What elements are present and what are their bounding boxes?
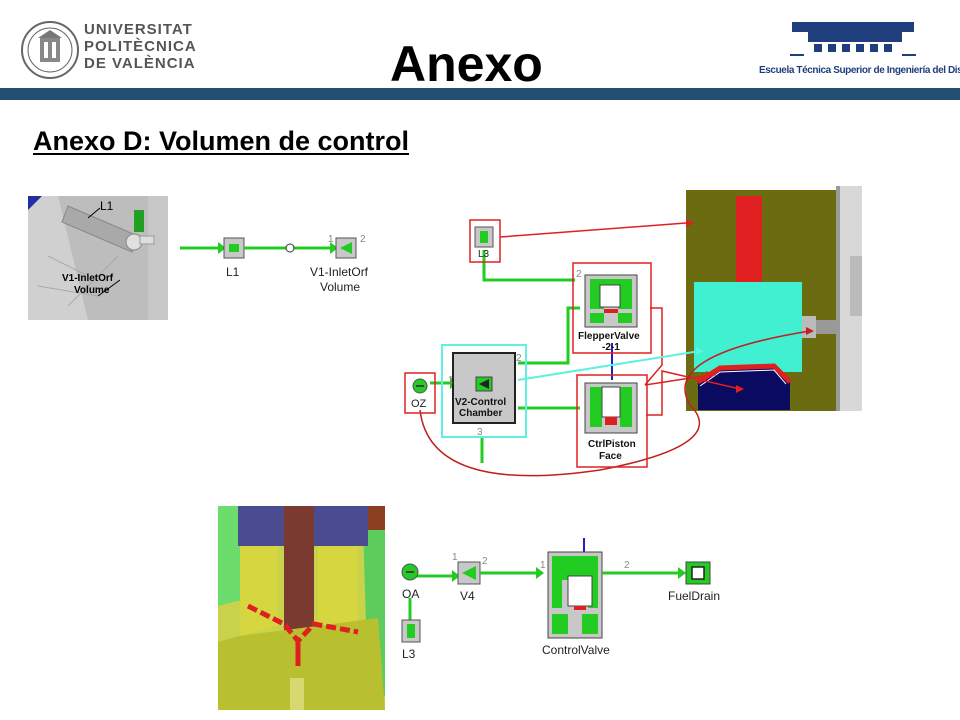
label-flapper-line2: -2-1 <box>602 342 620 353</box>
port-label: 1 <box>540 560 546 571</box>
port-label: 2 <box>576 269 582 280</box>
label-l1: L1 <box>226 265 240 279</box>
cad-label-inlet-line1: V1-InletOrf <box>62 273 114 284</box>
label-oa: OA <box>402 587 419 601</box>
university-name: UNIVERSITAT POLITÈCNICA DE VALÈNCIA <box>84 21 197 72</box>
port-label: 1 <box>452 552 458 563</box>
slide-title: Anexo <box>390 36 543 92</box>
schematic-inlet: 1 2 L1 V1-InletOrf Volume <box>180 234 369 294</box>
port-label: 2 <box>624 560 630 571</box>
port-label: 2 <box>482 556 488 567</box>
schematic-control-valve: OA L3 1 2 V4 1 2 ControlValve FuelDrain <box>401 538 720 661</box>
port-label: 1 <box>328 234 334 245</box>
label-l3: L3 <box>478 249 490 260</box>
port-label: 2 <box>360 234 366 245</box>
university-name-line: DE VALÈNCIA <box>84 55 196 72</box>
label-l3: L3 <box>402 647 416 661</box>
label-v4: V4 <box>460 589 475 603</box>
label-v1-inletorf: V1-InletOrf <box>310 265 369 279</box>
label-control-valve: ControlValve <box>542 643 610 657</box>
port-label: 2 <box>516 353 522 364</box>
slide-header: UNIVERSITAT POLITÈCNICA DE VALÈNCIA Anex… <box>0 0 960 100</box>
label-fuel-drain: FuelDrain <box>668 589 720 603</box>
label-oz: OZ <box>411 398 427 410</box>
university-name-line: UNIVERSITAT <box>84 21 193 38</box>
section-heading: Anexo D: Volumen de control <box>33 126 410 156</box>
highlight-oz <box>404 372 436 414</box>
label-volume: Volume <box>320 280 360 294</box>
highlight-piston <box>576 374 648 468</box>
cad-control-valve-image <box>218 506 385 710</box>
schematic-control-chamber: L3 OZ V2-Control Chamber 2 1 3 FlepperVa… <box>404 219 814 477</box>
label-flapper-line1: FlepperValve <box>578 331 640 342</box>
highlight-chamber <box>441 344 527 438</box>
school-name: Escuela Técnica Superior de Ingeniería d… <box>759 65 960 76</box>
label-chamber-line2: Chamber <box>459 408 502 419</box>
label-piston-line2: Face <box>599 451 622 462</box>
port-label: 1 <box>448 375 454 386</box>
upv-logo-icon <box>21 21 79 79</box>
etsid-logo-icon <box>790 20 916 56</box>
cad-label-inlet-line2: Volume <box>74 285 110 296</box>
label-chamber-line1: V2-Control <box>455 397 506 408</box>
label-piston-line1: CtrlPiston <box>588 439 636 450</box>
highlight-flapper <box>572 262 652 354</box>
cad-label-l1: L1 <box>100 199 114 213</box>
highlight-l3 <box>469 219 501 263</box>
header-divider-bar <box>0 88 960 100</box>
cad-control-chamber-image <box>686 186 862 411</box>
university-name-line: POLITÈCNICA <box>84 38 197 55</box>
port-label: 3 <box>477 427 483 438</box>
cad-inlet-orifice-image: L1 V1-InletOrf Volume <box>28 196 168 320</box>
